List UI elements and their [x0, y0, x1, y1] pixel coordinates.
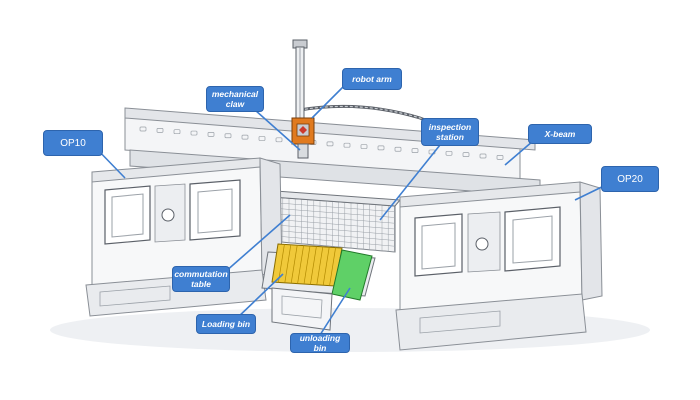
leader-loading-bin — [234, 273, 284, 321]
leader-mechanical-claw — [254, 109, 301, 151]
label-x-beam: X-beam — [528, 124, 592, 144]
op20-machine — [395, 181, 603, 351]
label-op10: OP10 — [43, 130, 103, 156]
commutation-table-assembly — [261, 243, 376, 331]
leader-inspection-station — [379, 144, 441, 221]
label-inspection-station: inspection station — [421, 118, 479, 146]
leader-commutation-table — [224, 214, 291, 273]
unloading-bin-tray — [331, 249, 373, 301]
inspection-station-cage — [257, 189, 402, 253]
robot-arm-assembly — [291, 39, 315, 159]
label-commutation-table: commutation table — [172, 266, 230, 292]
leader-unloading-bin — [319, 287, 351, 336]
label-unloading-bin: unloading bin — [290, 333, 350, 353]
label-op20: OP20 — [601, 166, 659, 192]
label-mechanical-claw: mechanical claw — [206, 86, 264, 112]
mechanical-claw — [297, 143, 309, 159]
label-loading-bin: Loading bin — [196, 314, 256, 334]
label-robot-arm: robot arm — [342, 68, 402, 90]
op10-machine — [85, 157, 283, 317]
